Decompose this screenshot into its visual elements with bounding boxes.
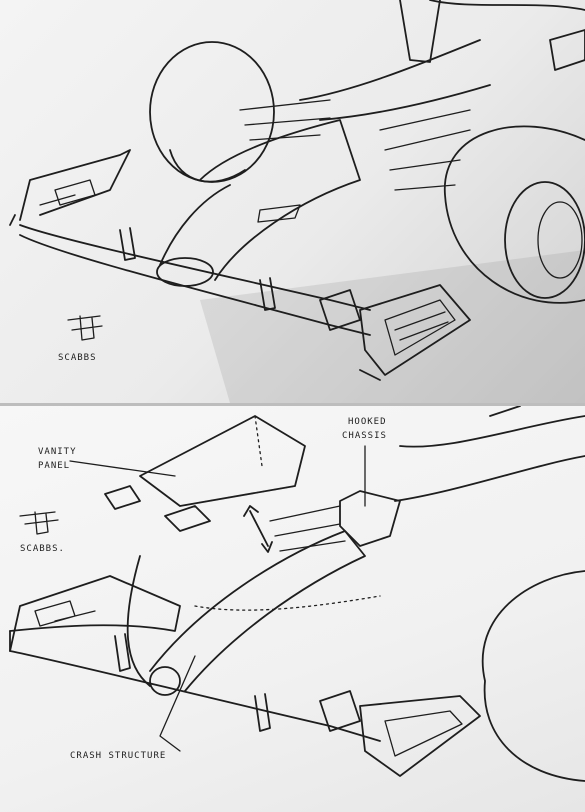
label-vanity-panel-2: PANEL — [38, 461, 70, 471]
vanity-panel — [139, 415, 306, 507]
label-hooked-chassis-1: HOOKED — [348, 417, 387, 427]
height-arrow — [243, 505, 273, 553]
front-wing-bottom — [9, 630, 381, 742]
signature-bottom: SCABBS. — [20, 544, 65, 554]
label-vanity-panel-1: VANITY — [38, 447, 77, 457]
right-front-wheel — [444, 125, 585, 304]
car-sketch-top — [9, 0, 585, 403]
crash-structure — [149, 530, 366, 692]
car-sketch-bottom — [9, 406, 585, 782]
sketch-panel-top: SCABBS — [0, 0, 585, 403]
leader-crash — [159, 655, 196, 752]
label-hooked-chassis-2: CHASSIS — [342, 431, 387, 441]
signature-top: SCABBS — [58, 353, 97, 363]
sketch-panel-bottom: VANITY PANEL HOOKED CHASSIS CRASH STRUCT… — [0, 406, 585, 812]
panel-divider — [0, 403, 585, 406]
front-wing-main — [19, 224, 371, 311]
label-crash-structure: CRASH STRUCTURE — [70, 751, 166, 761]
hooked-chassis — [339, 490, 401, 547]
leader-vanity — [69, 460, 176, 477]
endplate — [359, 284, 471, 376]
labels-top: SCABBS — [58, 353, 97, 363]
labels-bottom: VANITY PANEL HOOKED CHASSIS CRASH STRUCT… — [20, 417, 387, 761]
right-front-wheel-bottom — [482, 570, 585, 782]
endplate-bottom — [359, 695, 481, 777]
